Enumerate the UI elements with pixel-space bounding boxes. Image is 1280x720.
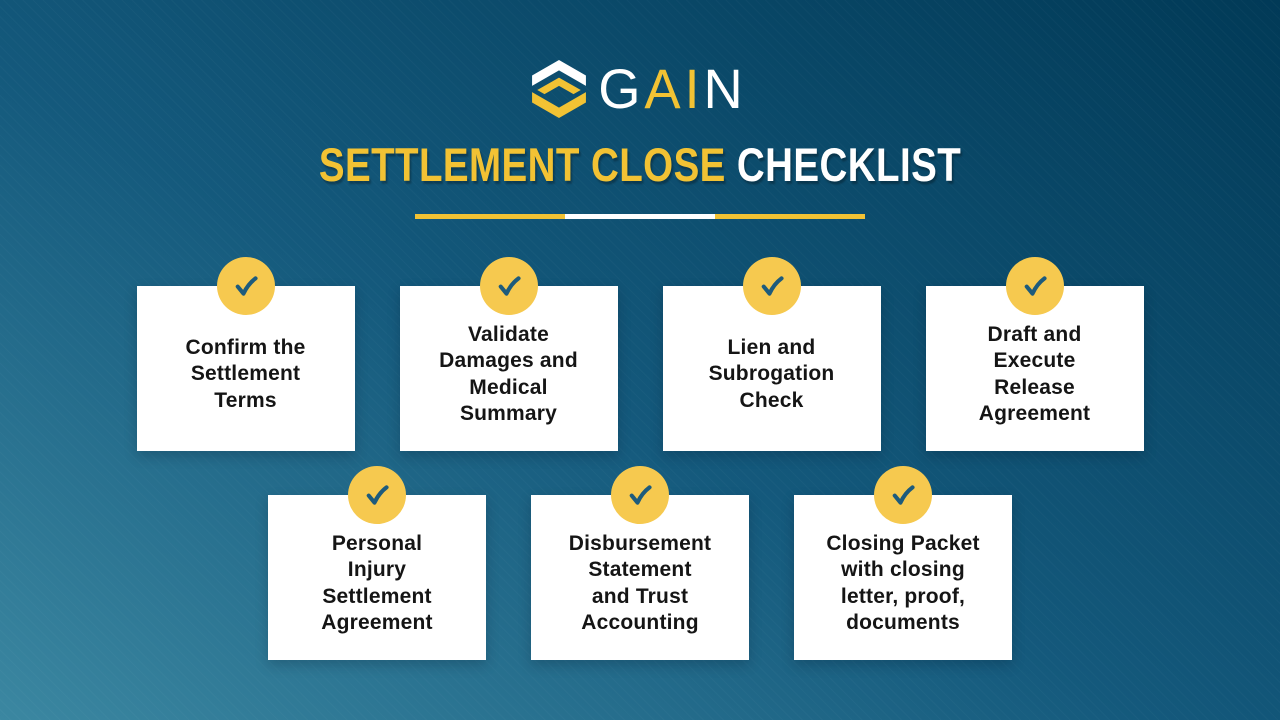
card-label-line: Settlement — [190, 362, 301, 386]
card-label-line: Summary — [459, 402, 558, 425]
checkmark-icon — [629, 485, 652, 505]
checklist-row-2: Personal Injury Settlement Agreement Dis… — [0, 465, 1280, 660]
checkmark-icon — [498, 276, 521, 296]
divider-segment-yellow — [415, 214, 565, 219]
card-label-line: letter, proof, — [840, 584, 966, 608]
card-label-line: and Trust — [591, 584, 689, 608]
check-badge — [348, 466, 406, 524]
check-badge — [1005, 257, 1064, 315]
card-label-line: Closing Packet — [826, 531, 980, 555]
card-label-line: Validate — [468, 322, 549, 346]
card-label-line: Disbursement — [568, 531, 712, 555]
check-badge — [479, 257, 538, 315]
card-label-line: Personal — [331, 531, 423, 555]
check-badge — [611, 466, 669, 524]
card-label-line: documents — [846, 611, 960, 634]
gain-logo-icon — [531, 60, 586, 118]
check-badge — [216, 257, 275, 315]
card-label-line: Agreement — [978, 402, 1091, 425]
card-label-line: Statement — [588, 558, 692, 581]
checklist-row-1: Confirm the Settlement Terms Validate Da… — [0, 256, 1280, 451]
checklist-card-disbursement-trust-accounting: Disbursement Statement and Trust Account… — [531, 466, 749, 660]
card-label-line: with closing — [841, 558, 965, 581]
card-label-line: Injury — [347, 558, 407, 581]
checklist-card-release-agreement: Draft and Execute Release Agreement — [925, 257, 1144, 451]
card-label-line: Lien and — [727, 335, 816, 359]
divider-segment-white — [565, 214, 715, 219]
card-label-line: Settlement — [322, 584, 432, 608]
card-label-line: Execute — [993, 349, 1076, 372]
checklist-card-lien-subrogation: Lien and Subrogation Check — [662, 257, 881, 451]
page-title: SETTLEMENT CLOSE CHECKLIST — [115, 140, 1165, 190]
checklist-card-personal-injury-agreement: Personal Injury Settlement Agreement — [268, 466, 486, 660]
card-label-line: Damages and — [439, 349, 578, 372]
card-label-line: Terms — [214, 388, 277, 412]
logo-letter-n: N — [703, 57, 747, 120]
logo-letter-i: I — [684, 57, 704, 120]
card-label-line: Check — [739, 388, 804, 412]
checkmark-icon — [235, 276, 258, 296]
check-badge — [742, 257, 801, 315]
card-label-line: Medical — [469, 375, 548, 399]
check-badge — [874, 466, 932, 524]
checklist-card-closing-packet: Closing Packet with closing letter, proo… — [794, 466, 1012, 660]
checkmark-icon — [892, 485, 915, 505]
card-label-line: Draft and — [987, 322, 1082, 346]
checkmark-icon — [366, 485, 389, 505]
logo-wordmark: GAIN — [598, 60, 746, 118]
page-title-rest: CHECKLIST — [736, 138, 962, 191]
card-label-line: Release — [994, 375, 1075, 399]
checklist-card-confirm-settlement-terms: Confirm the Settlement Terms — [136, 257, 355, 451]
checkmark-icon — [761, 276, 784, 296]
card-label-line: Agreement — [321, 611, 433, 634]
checklist-card-validate-damages: Validate Damages and Medical Summary — [399, 257, 618, 451]
checkmark-icon — [1024, 276, 1047, 296]
logo: GAIN — [0, 0, 1280, 118]
card-label-line: Subrogation — [708, 362, 835, 386]
page-title-accent: SETTLEMENT CLOSE — [318, 138, 737, 191]
logo-letter-a: A — [643, 57, 685, 120]
logo-letter-g: G — [597, 57, 644, 120]
title-divider — [415, 214, 865, 219]
card-label-line: Accounting — [581, 611, 699, 634]
divider-segment-yellow — [715, 214, 865, 219]
card-label-line: Confirm the — [185, 335, 306, 359]
